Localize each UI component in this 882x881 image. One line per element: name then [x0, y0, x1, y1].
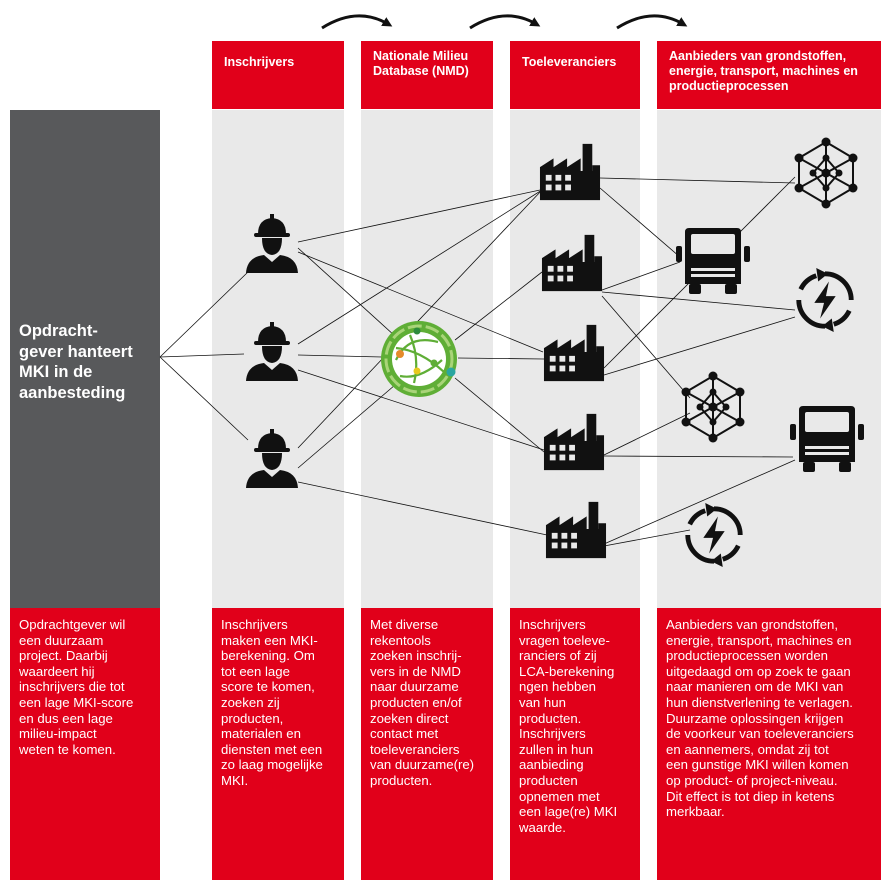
opdrachtgever-label: Opdracht- gever hanteert MKI in de aanbe… — [19, 322, 133, 402]
header-inschrijvers-text: Inschrijvers — [224, 55, 295, 69]
renewable-energy-icon — [799, 268, 851, 332]
header-nmd-text: Nationale Milieu Database (NMD) — [373, 49, 469, 78]
curved-arrow-icon — [321, 14, 393, 30]
curved-arrows — [321, 14, 688, 30]
desc-opdrachtgever: Opdrachtgever wil een duurzaam project. … — [10, 608, 160, 880]
header-nmd: Nationale Milieu Database (NMD) — [361, 41, 493, 109]
factory-icon — [543, 324, 605, 382]
curved-arrow-icon — [469, 14, 541, 30]
renewable-energy-icon — [688, 503, 740, 567]
factory-icon — [545, 501, 607, 559]
desc-inschrijvers-text: Inschrijvers maken een MKI- berekening. … — [221, 617, 323, 788]
worker-icon — [246, 214, 298, 273]
factory-icon — [543, 413, 605, 471]
desc-nmd-text: Met diverse rekentools zoeken inschrij- … — [370, 617, 475, 788]
connection-lines — [159, 176, 796, 547]
factory-icon — [539, 143, 601, 201]
network-icon — [680, 370, 746, 444]
worker-icon — [246, 322, 298, 381]
nmd-database-icon — [381, 321, 457, 397]
header-aanbieders: Aanbieders van grondstoffen, energie, tr… — [657, 41, 881, 109]
worker-icon — [246, 429, 298, 488]
desc-opdrachtgever-text: Opdrachtgever wil een duurzaam project. … — [19, 617, 134, 757]
desc-nmd: Met diverse rekentools zoeken inschrij- … — [361, 608, 493, 880]
desc-toeleveranciers: Inschrijvers vragen toeleve- ranciers of… — [510, 608, 640, 880]
curved-arrow-icon — [616, 14, 688, 30]
desc-aanbieders: Aanbieders van grondstoffen, energie, tr… — [657, 608, 881, 880]
opdrachtgever-panel — [10, 110, 160, 608]
header-toeleveranciers-text: Toeleveranciers — [522, 55, 617, 69]
header-aanbieders-text: Aanbieders van grondstoffen, energie, tr… — [669, 49, 858, 93]
header-toeleveranciers: Toeleveranciers — [510, 41, 640, 109]
desc-inschrijvers: Inschrijvers maken een MKI- berekening. … — [212, 608, 344, 880]
network-icon — [793, 136, 859, 210]
desc-aanbieders-text: Aanbieders van grondstoffen, energie, tr… — [666, 617, 854, 820]
truck-icon — [790, 406, 864, 472]
factory-icon — [541, 234, 603, 292]
header-inschrijvers: Inschrijvers — [212, 41, 344, 109]
desc-toeleveranciers-text: Inschrijvers vragen toeleve- ranciers of… — [519, 617, 618, 835]
truck-icon — [676, 228, 750, 294]
